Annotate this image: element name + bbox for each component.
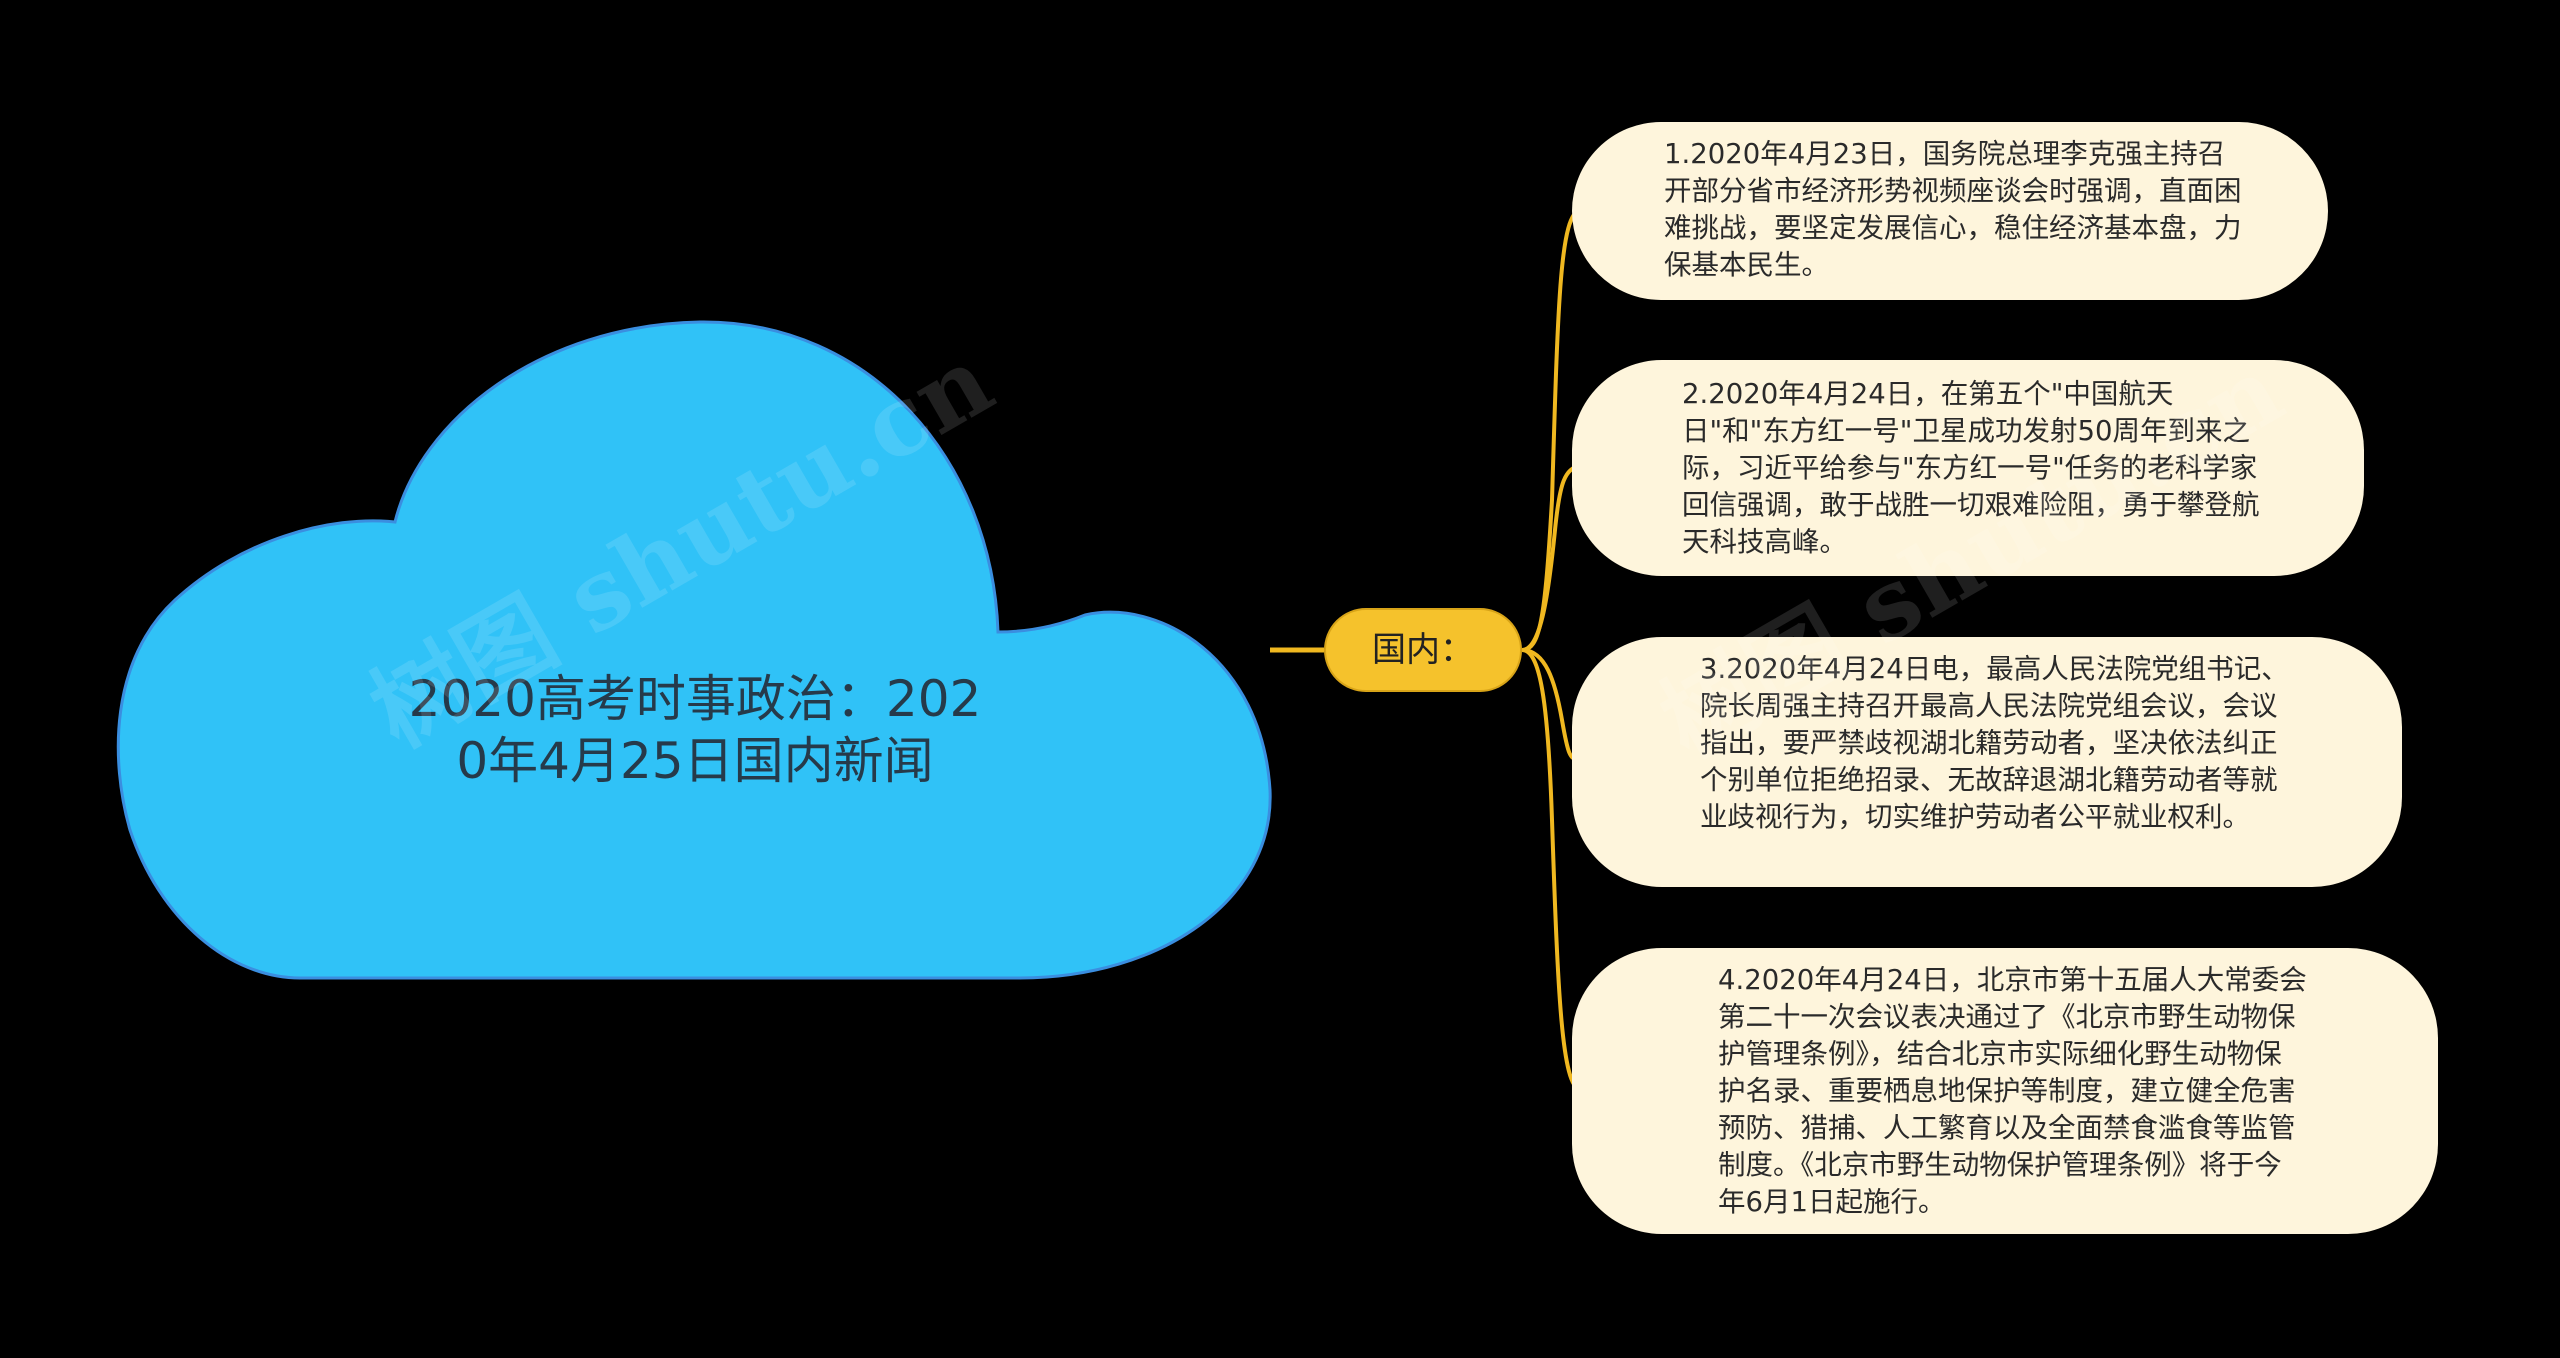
leaf-text-4: 4.2020年4月24日，北京市第十五届人大常委会第二十一次会议表决通过了《北京… [1718,964,2307,1218]
branch-node-domestic[interactable]: 国内： [1324,608,1522,692]
leaf-text-2: 2.2020年4月24日，在第五个"中国航天日"和"东方红一号"卫星成功发射50… [1682,378,2260,558]
connector-branch-leaf-4 [1521,648,1581,1092]
connector-branch-leaf-1 [1521,208,1581,652]
leaf-node-1[interactable]: 1.2020年4月23日，国务院总理李克强主持召开部分省市经济形势视频座谈会时强… [1572,122,2328,300]
leaf-node-3[interactable]: 3.2020年4月24日电，最高人民法院党组书记、院长周强主持召开最高人民法院党… [1572,637,2402,887]
root-cloud-shape [116,320,1272,980]
leaf-node-2[interactable]: 2.2020年4月24日，在第五个"中国航天日"和"东方红一号"卫星成功发射50… [1572,360,2364,576]
branch-label: 国内： [1372,630,1474,670]
leaf-node-4[interactable]: 4.2020年4月24日，北京市第十五届人大常委会第二十一次会议表决通过了《北京… [1572,948,2438,1234]
root-title: 2020高考时事政治：2020年4月25日国内新闻 [408,670,982,790]
connector-branch-leaf-2 [1521,463,1581,652]
root-cloud[interactable] [116,320,1272,980]
leaf-text-1: 1.2020年4月23日，国务院总理李克强主持召开部分省市经济形势视频座谈会时强… [1664,138,2242,281]
leaf-text-3: 3.2020年4月24日电，最高人民法院党组书记、院长周强主持召开最高人民法院党… [1700,653,2289,833]
